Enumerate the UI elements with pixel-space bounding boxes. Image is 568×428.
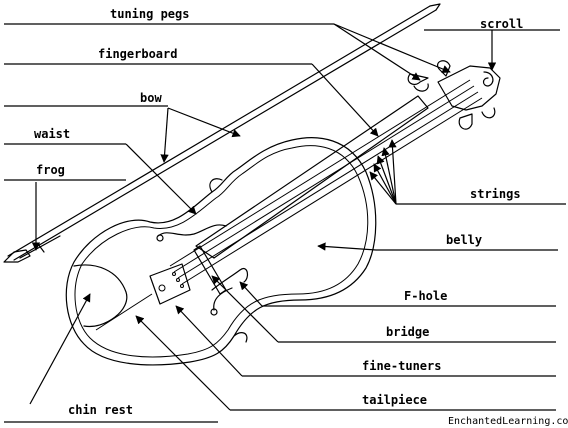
- label-scroll: scroll: [480, 17, 523, 31]
- credit-text: EnchantedLearning.com: [448, 416, 568, 427]
- label-f-hole: F-hole: [404, 289, 447, 303]
- label-fine-tuners: fine-tuners: [362, 359, 441, 373]
- label-strings: strings: [470, 187, 521, 201]
- fingerboard-drawing: [196, 96, 428, 258]
- label-bridge: bridge: [386, 325, 429, 339]
- strings-drawing: [170, 80, 482, 284]
- label-bow: bow: [140, 91, 162, 105]
- label-frog: frog: [36, 163, 65, 177]
- leader-lines: [4, 24, 566, 422]
- chin-rest-drawing: [74, 265, 127, 327]
- label-chin-rest: chin rest: [68, 403, 133, 417]
- label-tuning-pegs: tuning pegs: [110, 7, 189, 21]
- violin-illustration: [4, 4, 500, 365]
- f-holes-drawing: [157, 225, 247, 315]
- label-belly: belly: [446, 233, 482, 247]
- scroll-drawing: [408, 61, 500, 129]
- label-fingerboard: fingerboard: [98, 47, 177, 61]
- labels: tuning pegs scroll fingerboard bow waist…: [34, 7, 568, 427]
- label-waist: waist: [34, 127, 70, 141]
- label-tailpiece: tailpiece: [362, 393, 427, 407]
